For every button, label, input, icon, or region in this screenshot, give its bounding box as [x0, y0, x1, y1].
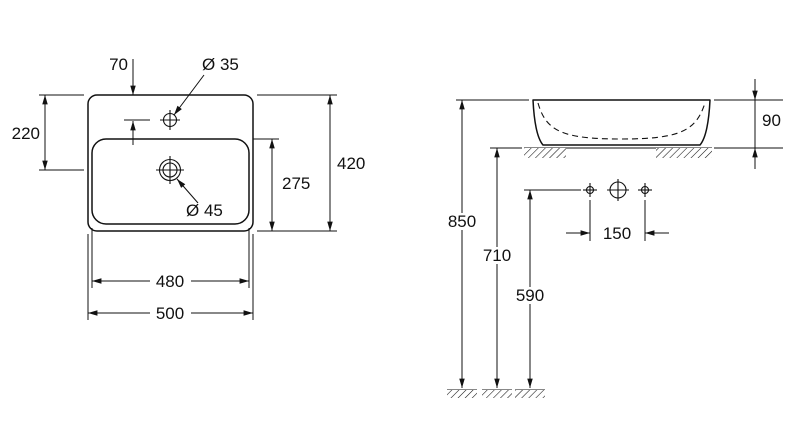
dim-overall-width-label: 500 — [156, 304, 184, 323]
basin-outline-front — [532, 99, 711, 146]
dim-mounting-height: 710 — [477, 147, 522, 398]
dim-rear-to-drain-label: 220 — [12, 124, 40, 143]
dim-mounting-height-label: 710 — [483, 246, 511, 265]
dim-bowl-width: 480 — [91, 228, 250, 291]
tap-hole — [160, 110, 180, 130]
dim-tap-hole-setback: 70 — [109, 55, 150, 145]
dim-tap-hole-setback-label: 70 — [109, 55, 128, 74]
dim-overall-width: 500 — [87, 234, 254, 323]
dim-rim-height-label: 850 — [448, 212, 476, 231]
dim-drain-diameter: Ø 45 — [176, 178, 223, 220]
center-hole — [607, 179, 629, 201]
dim-bowl-width-label: 480 — [156, 272, 184, 291]
dim-inner-depth: 275 — [253, 138, 310, 231]
front-view: 90 150 850 710 — [442, 79, 783, 398]
dim-holes-spacing-label: 150 — [603, 224, 631, 243]
dim-rear-to-drain: 220 — [12, 94, 84, 171]
dim-drain-diameter-label: Ø 45 — [186, 201, 223, 220]
dim-overall-depth-label: 420 — [337, 154, 365, 173]
dim-rim-height: 850 — [442, 99, 529, 398]
dim-holes-height: 590 — [510, 189, 581, 398]
dim-overall-depth: 420 — [257, 94, 365, 232]
fixing-hole-right — [638, 183, 652, 197]
basin-outline-top — [87, 94, 254, 232]
dim-tap-hole-diameter: Ø 35 — [173, 55, 239, 116]
dim-basin-height-label: 90 — [762, 111, 781, 130]
mounting-surface — [524, 147, 712, 158]
dim-inner-depth-label: 275 — [282, 174, 310, 193]
dim-holes-height-label: 590 — [516, 286, 544, 305]
plan-view: 70 Ø 35 220 420 275 — [12, 55, 366, 323]
dim-tap-hole-diameter-label: Ø 35 — [202, 55, 239, 74]
drain-hole — [156, 156, 184, 184]
dim-basin-height: 90 — [714, 79, 783, 169]
fixing-hole-left — [583, 183, 597, 197]
dim-holes-spacing: 150 — [566, 200, 669, 243]
